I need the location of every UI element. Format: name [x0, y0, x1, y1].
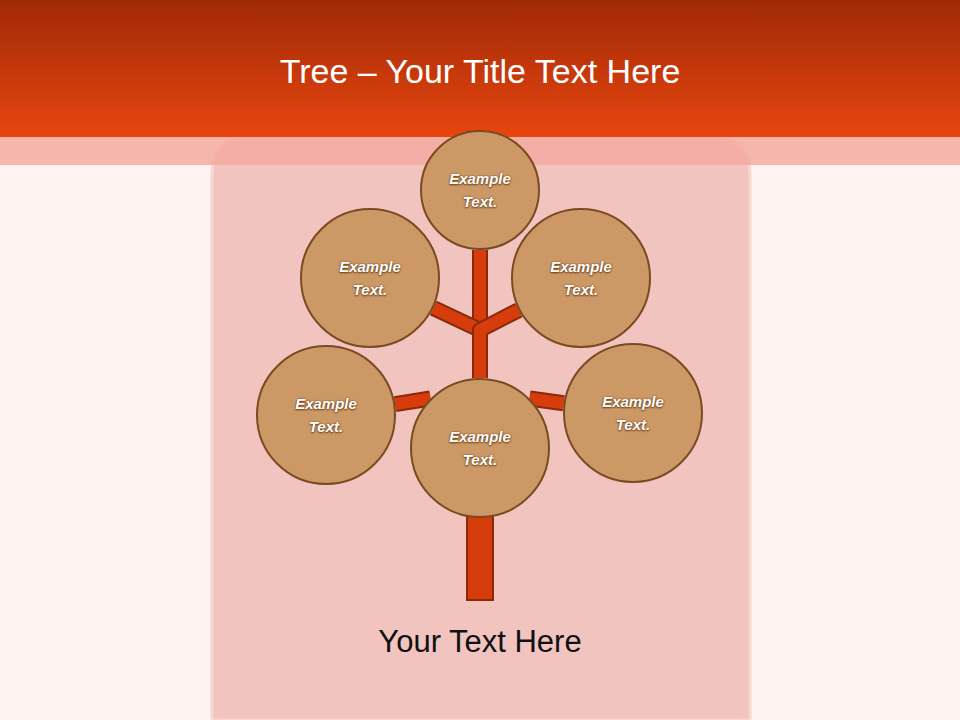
branch-group [395, 399, 430, 405]
tree-circle: Example Text. [256, 345, 396, 485]
branch-outline [529, 399, 563, 404]
tree-circle: Example Text. [563, 343, 703, 483]
node-text: Example Text. [538, 255, 624, 301]
node-text: Example Text. [437, 167, 523, 213]
branch-group [480, 310, 519, 378]
caption-text: Your Text Here [0, 624, 960, 660]
circle-shape [512, 209, 650, 347]
circle-outline [300, 208, 440, 348]
circle-outline [563, 343, 703, 483]
tree-branch [480, 310, 519, 378]
branch-outline [395, 399, 430, 405]
node-text: Example Text. [590, 390, 676, 436]
circle-outline [511, 208, 651, 348]
circle-outline [420, 130, 540, 250]
circle-outline [410, 378, 550, 518]
tree-circle: Example Text. [300, 208, 440, 348]
circle-shape [421, 131, 539, 249]
branch-group [529, 399, 563, 404]
tree-trunk [467, 505, 493, 600]
node-text: Example Text. [437, 425, 523, 471]
title-bar [0, 0, 960, 137]
circle-shape [301, 209, 439, 347]
circle-shape [411, 379, 549, 517]
node-text: Example Text. [283, 392, 369, 438]
branch-outline [480, 310, 519, 378]
circle-outline [256, 345, 396, 485]
circle-shape [564, 344, 702, 482]
slide-title: Tree – Your Title Text Here [0, 52, 960, 91]
tree-circle: Example Text. [410, 378, 550, 518]
tree-circle: Example Text. [420, 130, 540, 250]
circle-shape [257, 346, 395, 484]
node-text: Example Text. [327, 255, 413, 301]
tree-branch [529, 399, 563, 404]
tree-branch [395, 399, 430, 405]
tree-circle: Example Text. [511, 208, 651, 348]
